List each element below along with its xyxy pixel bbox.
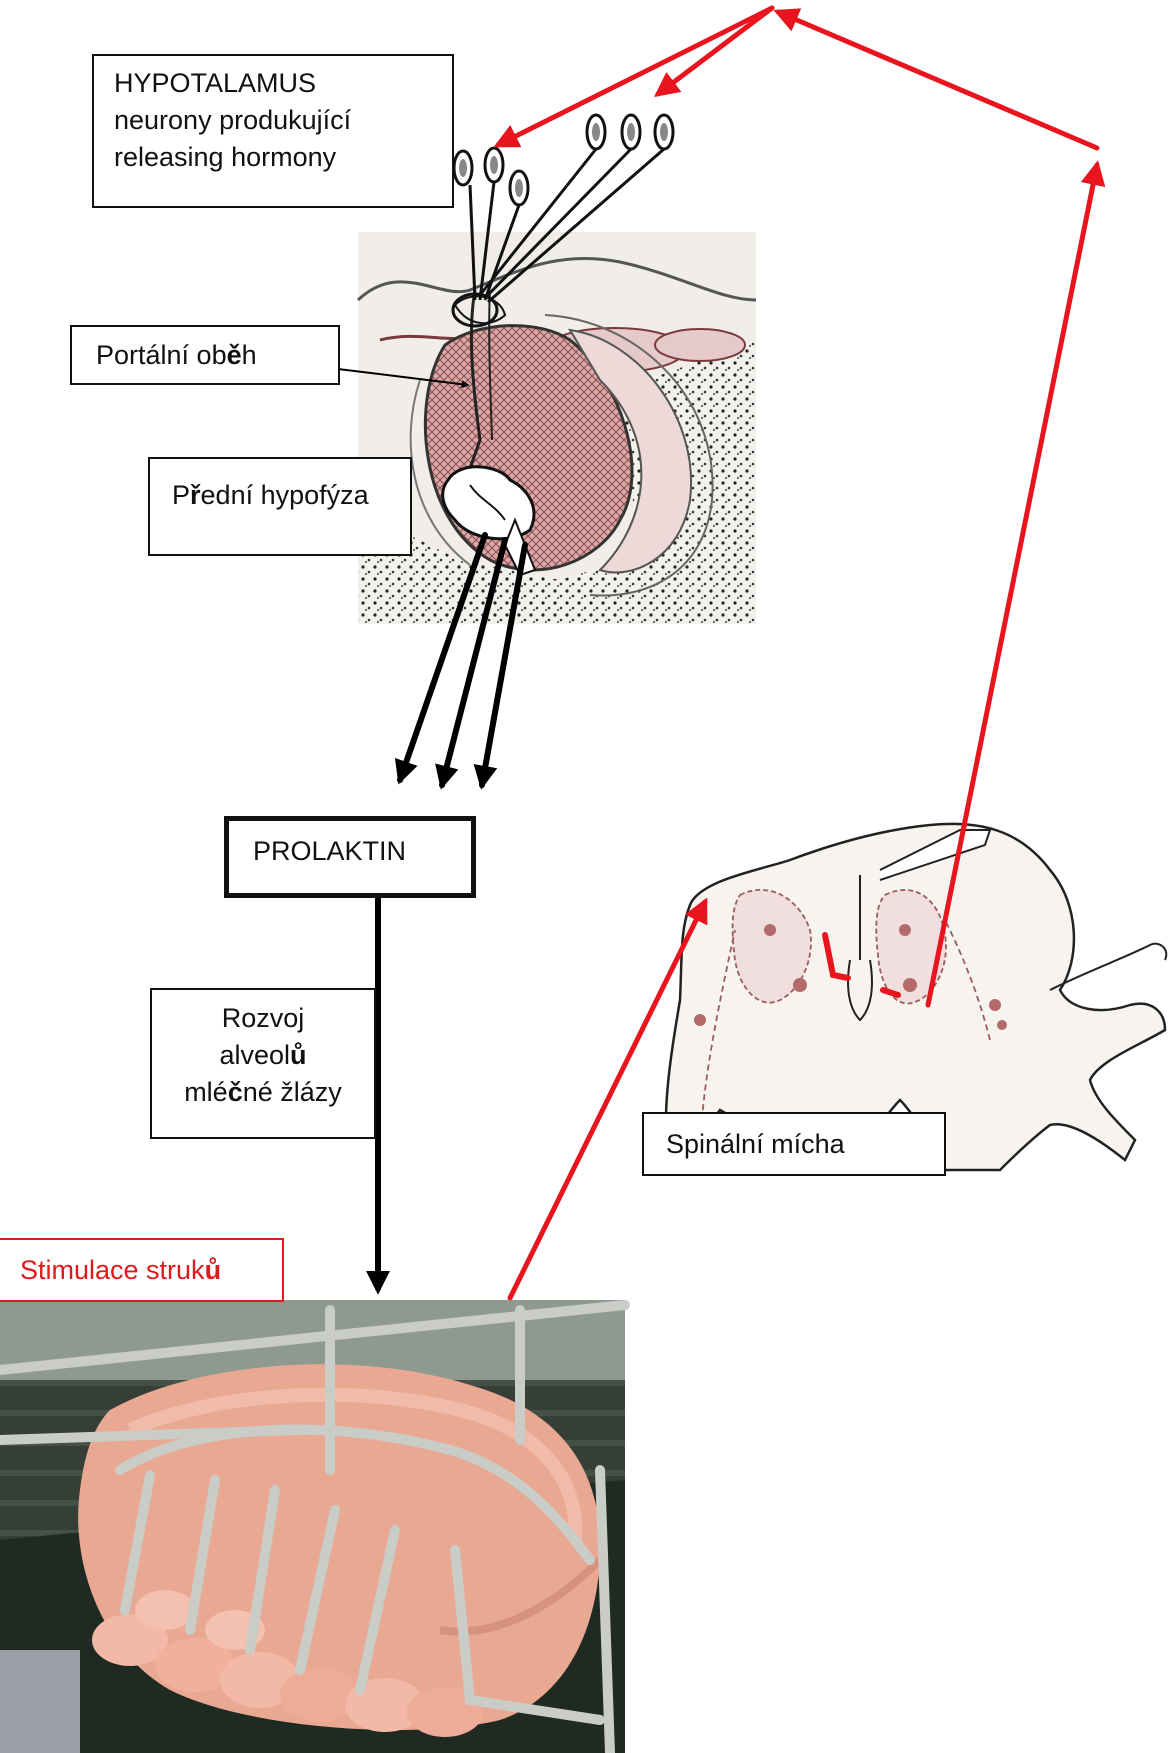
anterior-pituitary-a: P (172, 480, 190, 510)
portal-circulation-label-box: Portální oběh (70, 325, 340, 385)
portal-label-c: h (242, 340, 257, 370)
spinal-cord-label: Spinální mícha (666, 1129, 845, 1159)
hypothalamus-title: HYPOTALAMUS (114, 65, 452, 102)
teat-stimulation-a: Stimulace struk (20, 1255, 205, 1285)
prolactin-label: PROLAKTIN (253, 836, 406, 866)
development-line-2a: alveol (219, 1040, 290, 1070)
development-line-3c: né žlázy (243, 1077, 342, 1107)
development-line-2b: ů (290, 1040, 307, 1070)
development-line-1: Rozvoj (152, 1000, 374, 1037)
development-line-3b: č (228, 1077, 243, 1107)
alveoli-development-label-box: Rozvoj alveolů mléčné žlázy (150, 988, 376, 1139)
neuron-cell (485, 148, 503, 182)
neuron-cell (655, 115, 673, 149)
neuron-cell (454, 151, 472, 185)
portal-label-b: ě (227, 340, 242, 370)
anterior-pituitary-label-box: Přední hypofýza (148, 457, 412, 556)
teat-stimulation-b: ů (205, 1255, 222, 1285)
hypothalamus-line-2: neurony produkující (114, 102, 452, 139)
prolactin-label-box: PROLAKTIN (224, 816, 476, 898)
spinal-cord-label-box: Spinální mícha (642, 1112, 946, 1176)
pituitary-illustration (358, 232, 756, 624)
neuron-cell (510, 171, 528, 205)
neuron-cell (622, 115, 640, 149)
development-line-3a: mlé (184, 1077, 228, 1107)
neuron-cell (587, 115, 605, 149)
sow-with-piglets-photo (0, 1300, 625, 1753)
hypothalamus-label-box: HYPOTALAMUS neurony produkující releasin… (92, 54, 454, 208)
portal-label-a: Portální ob (96, 340, 227, 370)
anterior-pituitary-b: ř (190, 480, 201, 510)
anterior-pituitary-c: ední hypofýza (201, 480, 369, 510)
teat-stimulation-label-box: Stimulace struků (0, 1238, 284, 1302)
hypothalamus-line-3: releasing hormony (114, 139, 452, 176)
